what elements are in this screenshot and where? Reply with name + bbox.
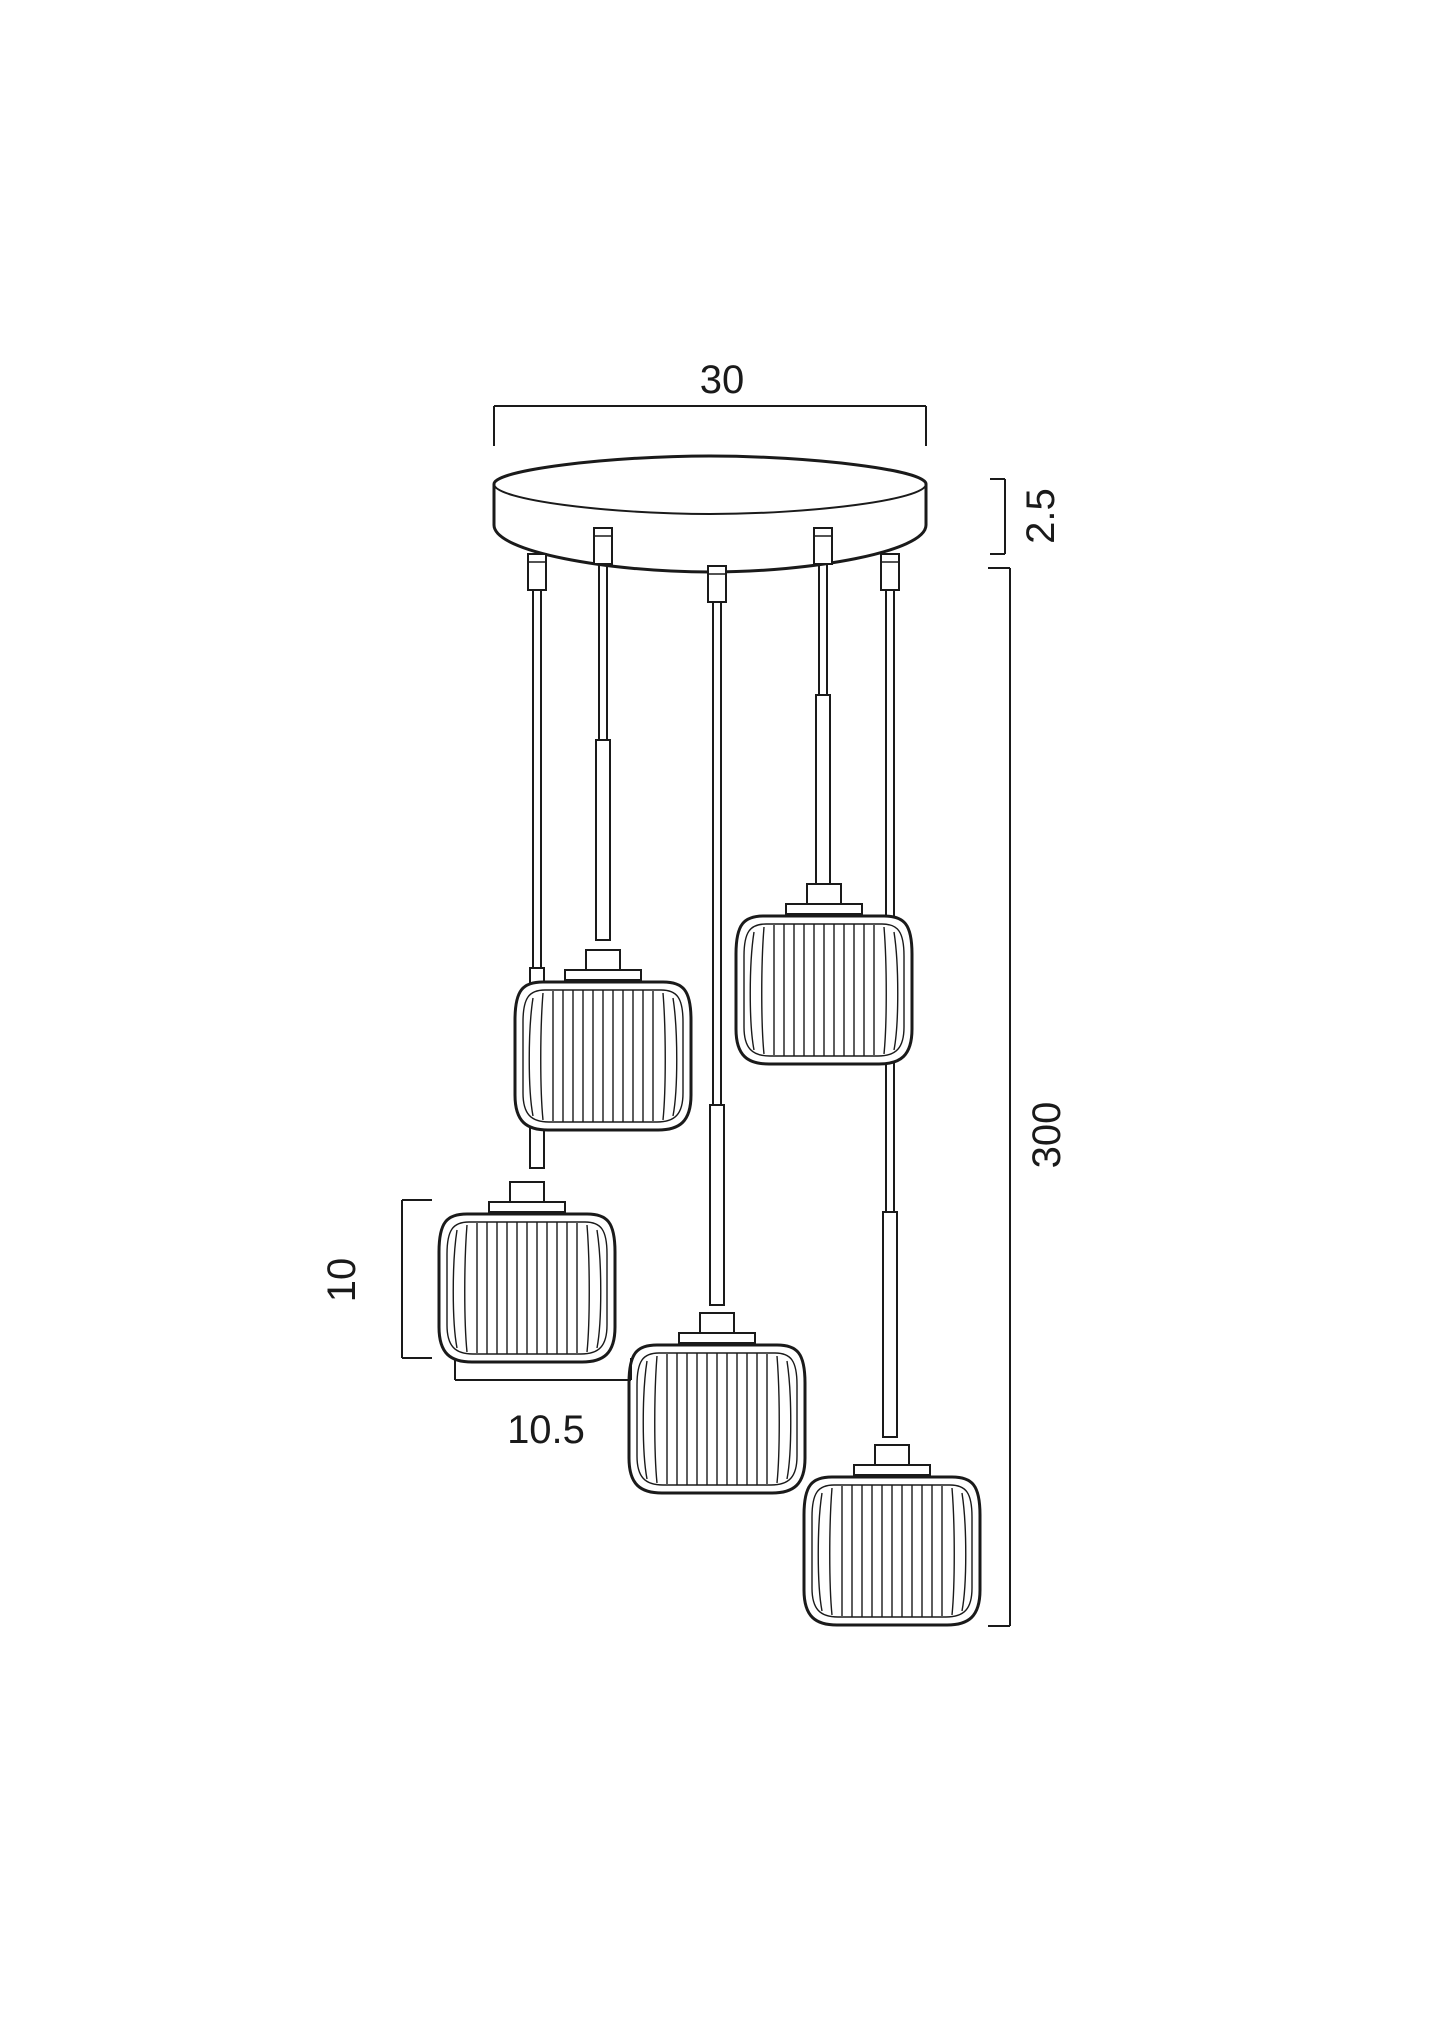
canopy-width-label: 30 [700,358,745,402]
shade-center-lower [627,1311,807,1495]
dimension-canopy-width: 30 [493,358,927,446]
dimension-shade-height: 10 [320,1199,432,1359]
overall-drop-label: 300 [1025,1102,1069,1169]
canopy-height-label: 2.5 [1019,488,1063,544]
dimension-overall-drop: 300 [988,567,1069,1627]
dimension-shade-width: 10.5 [454,1358,632,1452]
pendant-cables [527,527,900,1438]
shade-width-label: 10.5 [507,1408,585,1452]
shade-height-label: 10 [320,1258,364,1303]
shade-right-lower [802,1443,982,1627]
shade-left-lower [437,1180,617,1364]
ceiling-canopy [492,454,928,574]
dimension-canopy-height: 2.5 [990,478,1063,555]
